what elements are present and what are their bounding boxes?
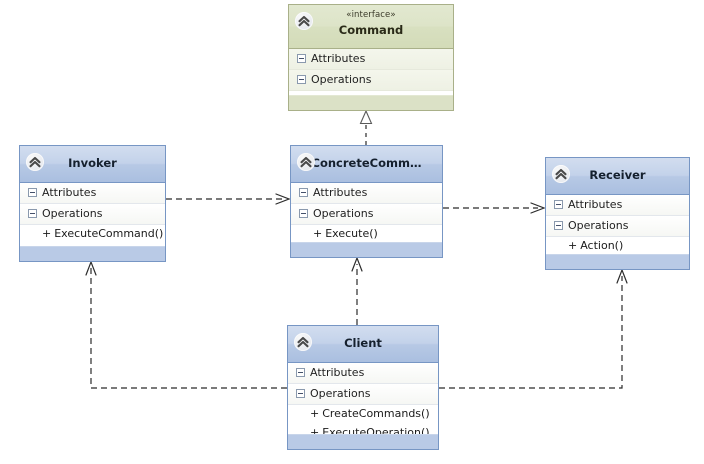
operation-signature: Action() [580,239,624,252]
operation-row[interactable]: +Execute() [291,225,442,244]
open-arrowhead [85,260,97,276]
edge-concretecommand-depends-receiver[interactable] [443,202,546,214]
attributes-compartment-receiver[interactable]: Attributes [546,195,689,216]
edge-client-depends-receiver[interactable] [439,268,628,389]
visibility-marker: + [568,239,578,252]
attributes-label: Attributes [311,52,366,65]
collapse-minus-icon[interactable] [554,199,563,209]
uml-class-receiver[interactable]: Receiver Attributes Operations +Action() [545,157,690,270]
operations-compartment-client[interactable]: Operations [288,384,438,405]
attributes-label: Attributes [313,186,368,199]
operation-signature: Execute() [325,227,378,240]
uml-class-concretecommand[interactable]: ConcreteComm… Attributes Operations +Exe… [290,145,443,258]
dependency-line [90,268,287,389]
node-header-invoker: Invoker [20,146,165,183]
collapse-chevron-up-icon[interactable] [295,12,313,30]
operations-compartment-invoker[interactable]: Operations [20,204,165,225]
hollow-triangle-arrowhead [359,109,373,125]
collapse-minus-icon[interactable] [297,53,306,63]
node-header-command: «interface» Command [289,5,453,49]
operations-label: Operations [311,73,372,86]
node-footer-strip [291,242,442,257]
operation-row[interactable]: +ExecuteCommand() [20,225,165,244]
visibility-marker: + [313,227,323,240]
collapse-minus-icon[interactable] [296,388,305,398]
collapse-minus-icon[interactable] [296,367,305,377]
edge-client-depends-concretecommand[interactable] [351,256,363,325]
collapse-minus-icon[interactable] [28,208,37,218]
attributes-label: Attributes [310,366,365,379]
class-name-label: ConcreteComm… [311,156,422,170]
uml-class-client[interactable]: Client Attributes Operations +CreateComm… [287,325,439,450]
attributes-compartment-client[interactable]: Attributes [288,363,438,384]
class-name-label: Client [344,336,382,350]
operations-compartment-command[interactable]: Operations [289,70,453,91]
open-arrowhead [530,202,546,214]
collapse-chevron-up-icon[interactable] [552,165,570,183]
collapse-chevron-up-icon[interactable] [26,153,44,171]
visibility-marker: + [310,407,320,420]
edge-client-depends-invoker[interactable] [85,260,287,389]
node-header-receiver: Receiver [546,158,689,195]
collapse-minus-icon[interactable] [28,187,37,197]
operations-label: Operations [42,207,103,220]
open-arrowhead [616,268,628,284]
operations-compartment-receiver[interactable]: Operations [546,216,689,237]
node-footer-strip [20,246,165,261]
operations-label: Operations [568,219,629,232]
attributes-compartment-concretecommand[interactable]: Attributes [291,183,442,204]
node-header-client: Client [288,326,438,363]
operations-compartment-concretecommand[interactable]: Operations [291,204,442,225]
collapse-chevron-up-icon[interactable] [297,153,315,171]
class-name-label: Receiver [589,168,646,182]
node-header-concretecommand: ConcreteComm… [291,146,442,183]
edge-concretecommand-realizes-command[interactable] [359,109,373,145]
attributes-label: Attributes [568,198,623,211]
node-footer-strip [289,95,453,110]
uml-class-invoker[interactable]: Invoker Attributes Operations +ExecuteCo… [19,145,166,262]
dependency-line [439,276,623,389]
stereotype-label: «interface» [346,10,396,20]
class-name-label: Command [338,23,404,37]
operations-label: Operations [313,207,374,220]
node-footer-strip [546,254,689,269]
attributes-label: Attributes [42,186,97,199]
open-arrowhead [351,256,363,272]
collapse-minus-icon[interactable] [554,220,563,230]
collapse-chevron-up-icon[interactable] [294,333,312,351]
collapse-minus-icon[interactable] [299,187,308,197]
attributes-compartment-command[interactable]: Attributes [289,49,453,70]
node-footer-strip [288,434,438,449]
operation-row[interactable]: +Action() [546,237,689,256]
collapse-minus-icon[interactable] [299,208,308,218]
class-name-label: Invoker [68,156,117,170]
operation-signature: ExecuteCommand() [54,227,164,240]
operation-row[interactable]: +CreateCommands() [288,405,438,424]
collapse-minus-icon[interactable] [297,74,306,84]
attributes-compartment-invoker[interactable]: Attributes [20,183,165,204]
operation-signature: CreateCommands() [322,407,430,420]
uml-class-command[interactable]: «interface» Command Attributes Operation… [288,4,454,111]
visibility-marker: + [310,426,320,439]
open-arrowhead [275,193,291,205]
edge-invoker-depends-concretecommand[interactable] [166,193,291,205]
operations-label: Operations [310,387,371,400]
visibility-marker: + [42,227,52,240]
